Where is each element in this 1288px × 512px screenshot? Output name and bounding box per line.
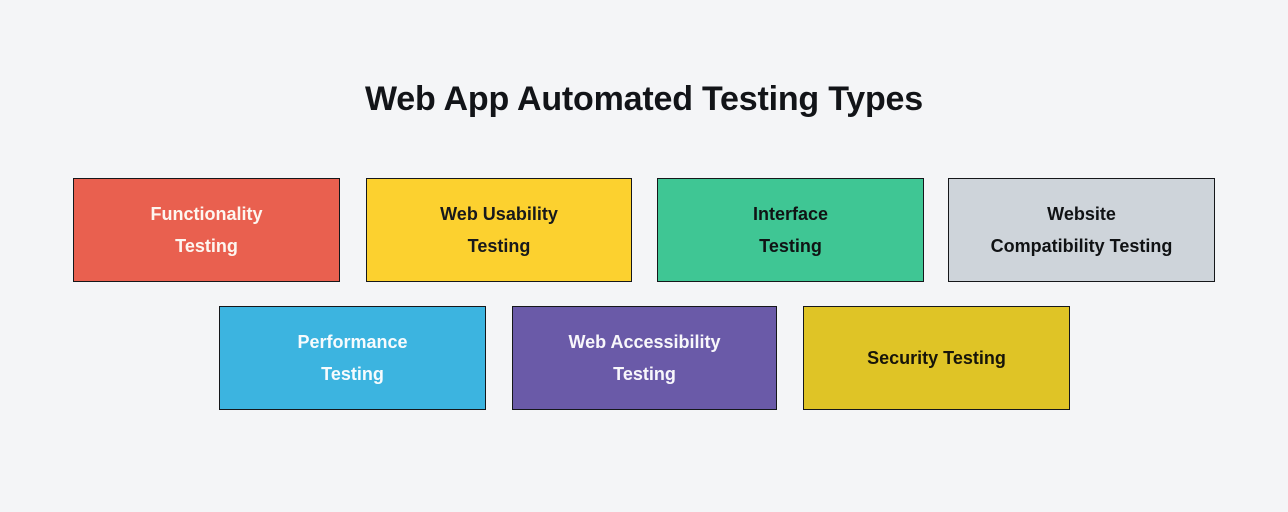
card-label-line1: Website: [1047, 204, 1116, 224]
card-label-line2: Testing: [613, 364, 676, 384]
card-label: Security Testing: [812, 342, 1061, 374]
card-label-line2: Testing: [175, 236, 238, 256]
card-security-testing[interactable]: Security Testing: [803, 306, 1070, 410]
card-label-line1: Interface: [752, 204, 829, 224]
card-label-line1: Functionality: [150, 204, 263, 224]
card-label-line1: Web Accessibility: [568, 332, 721, 352]
card-label-line2: Compatibility Testing: [990, 236, 1173, 256]
card-label-line1: Web Usability: [440, 204, 558, 224]
card-label-line2: Testing: [467, 236, 531, 256]
card-label-line2: Testing: [759, 236, 822, 256]
page-title: Web App Automated Testing Types: [365, 80, 923, 118]
card-label-line1: Security Testing: [867, 348, 1006, 368]
card-label-line1: Performance: [297, 332, 408, 352]
card-label-line2: Testing: [321, 364, 384, 384]
